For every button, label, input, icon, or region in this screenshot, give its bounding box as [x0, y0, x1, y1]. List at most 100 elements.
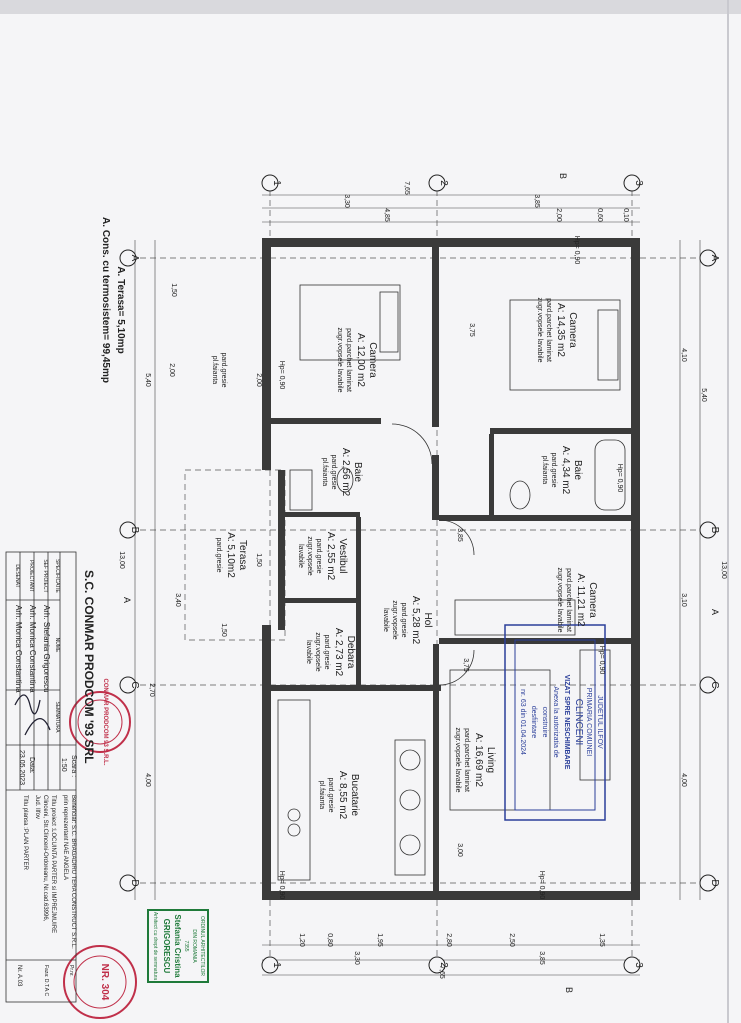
room-name: Bucatarie [349, 774, 360, 817]
room-finish: pard.parchet laminat [565, 568, 572, 632]
project-county: Jud. Ilfov [34, 795, 40, 819]
room-area: A: 2,56 m2 [340, 448, 351, 497]
room-finish: pard.parchet laminat [545, 298, 552, 362]
dimension-label: 3,75 [462, 658, 469, 672]
room-name: Camera [587, 582, 598, 618]
height-note: Hp= 0,90 [616, 464, 623, 493]
dimension-label: 2,50 [508, 933, 515, 947]
room-area: A: 8,55 m2 [337, 771, 348, 820]
grid-axis-bubble [119, 874, 137, 892]
bathtub-icon [594, 439, 626, 511]
dimension-label: 3,85 [538, 951, 545, 965]
section-mark: A [710, 609, 720, 615]
grid-axis-bubble [623, 174, 641, 192]
company-stamp-text: CONMAR PRODCOM 93 S.R.L. [102, 678, 108, 765]
dimension-label: 13,00 [118, 551, 125, 569]
room-finish: pard.parchet laminat [463, 728, 470, 792]
room-finish: pard.parchet laminat [345, 328, 352, 392]
project-title: Titlu proiect :LOCUINTA PARTER si IMPREJ… [50, 795, 56, 933]
dimension-label: 1,95 [376, 933, 383, 947]
approval-stamp-text: desfiintare [530, 706, 537, 738]
dimension-label: 5,40 [700, 388, 707, 402]
room-finish: pard.gresie [330, 454, 337, 489]
room-finish: pl.faianta [318, 781, 325, 810]
dimension-label: 3,85 [456, 528, 463, 542]
room-finish: zugr.vopsele lavabile [556, 568, 563, 633]
grid-axis-bubble [428, 956, 446, 974]
room-finish: pard.gresie [215, 537, 222, 572]
height-note: Hp= 0,90 [573, 236, 580, 265]
room-area: A: 16,69 m2 [473, 733, 484, 787]
room-finish: pard.gresie [315, 538, 322, 573]
grid-axis-bubble [699, 249, 717, 267]
grid-axis-col-label: 1 [271, 962, 282, 968]
grid-axis-col-label: 3 [633, 962, 644, 968]
room-finish: zugr.vopsele lavabile [454, 728, 461, 793]
dimension-label: 1,50 [220, 623, 227, 637]
dimension-label: 1,50 [255, 553, 262, 567]
room-name: Hol [422, 612, 433, 627]
person-name: Arh. Monica Constantina [28, 605, 37, 693]
grid-axis-col-label: 2 [438, 962, 449, 968]
verification-stamp [63, 945, 137, 1019]
room-area: A: 11,21 m2 [575, 573, 586, 627]
grid-axis-col-label: 1 [271, 180, 282, 186]
approval-stamp-text: nr. 63 din 01.04.2024 [519, 689, 526, 755]
dimension-label: 3,85 [533, 194, 540, 208]
room-name: Camera [367, 342, 378, 378]
date-value: 23.05.2023 [18, 750, 25, 785]
grid-axis-bubble [699, 521, 717, 539]
built-area-label: A. Cons. cu termosistem= 99,45mp [100, 217, 111, 383]
company-stamp [69, 691, 131, 753]
dimension-label: 5,40 [144, 373, 151, 387]
architect-stamp-text: 7355 [183, 940, 189, 951]
shower-icon [289, 469, 313, 511]
approval-stamp-text: PRIMARIA COMUNEI [585, 688, 592, 757]
room-finish: zugr.vopsele [391, 600, 398, 639]
grid-axis-row-label: A [129, 255, 140, 262]
sheet-title: Titlu plansa :PLAN PARTER [22, 795, 28, 871]
company-name: S.C. CONMAR PRODCOM '93 SRL [82, 570, 96, 764]
dimension-label: 3,00 [456, 843, 463, 857]
dimension-label: 3,10 [680, 593, 687, 607]
furniture [277, 284, 626, 881]
grid-axis-row-label: C [709, 681, 720, 688]
section-mark: A [122, 597, 132, 603]
dimension-label: 0,80 [326, 933, 333, 947]
architect-stamp-text: DIN ROMANIA [191, 929, 197, 963]
door-swing-icon [391, 423, 433, 465]
room-name: Baie [352, 462, 363, 482]
dimension-label: 4,00 [144, 773, 151, 787]
wardrobe-icon [454, 599, 576, 636]
architect-stamp-text: ORDINUL ARHITECTILOR [199, 916, 205, 976]
signature [14, 694, 51, 736]
role-label: PROIECTANT [28, 560, 34, 592]
grid-axis-bubble [119, 521, 137, 539]
grid-axis-row-label: B [129, 527, 140, 534]
living-furniture [449, 669, 551, 811]
dimension-label: 1,35 [598, 933, 605, 947]
architect-stamp-text: GRIGORESCU [162, 919, 171, 974]
door-swing-icon [438, 649, 475, 686]
room-name: Vestibul [337, 538, 348, 573]
dimension-label: 2,00 [168, 363, 175, 377]
room-area: A: 12,00 m2 [355, 333, 366, 387]
room-area: A: 5,28 m2 [410, 596, 421, 645]
approval-stamp-text: CLINCENI [573, 699, 584, 746]
grid-axis-bubble [261, 956, 279, 974]
grid-axis-bubble [699, 676, 717, 694]
room-finish: pard.gresie [400, 602, 407, 637]
scale-value: 1:50 [60, 758, 67, 772]
dimension-label: 4,85 [383, 208, 390, 222]
dimension-label: 7,65 [438, 965, 445, 979]
room-finish: lavabile [305, 640, 312, 664]
room-name: Baie [572, 460, 583, 480]
grid-axis-bubble [623, 956, 641, 974]
grid-axis-bubble [428, 174, 446, 192]
person-name: Arh. Stefania Grigorescu [42, 605, 51, 693]
walls [262, 238, 640, 900]
sheet-number: Nr. A.03 [16, 965, 22, 987]
room-finish: pard.gresie [323, 634, 330, 669]
